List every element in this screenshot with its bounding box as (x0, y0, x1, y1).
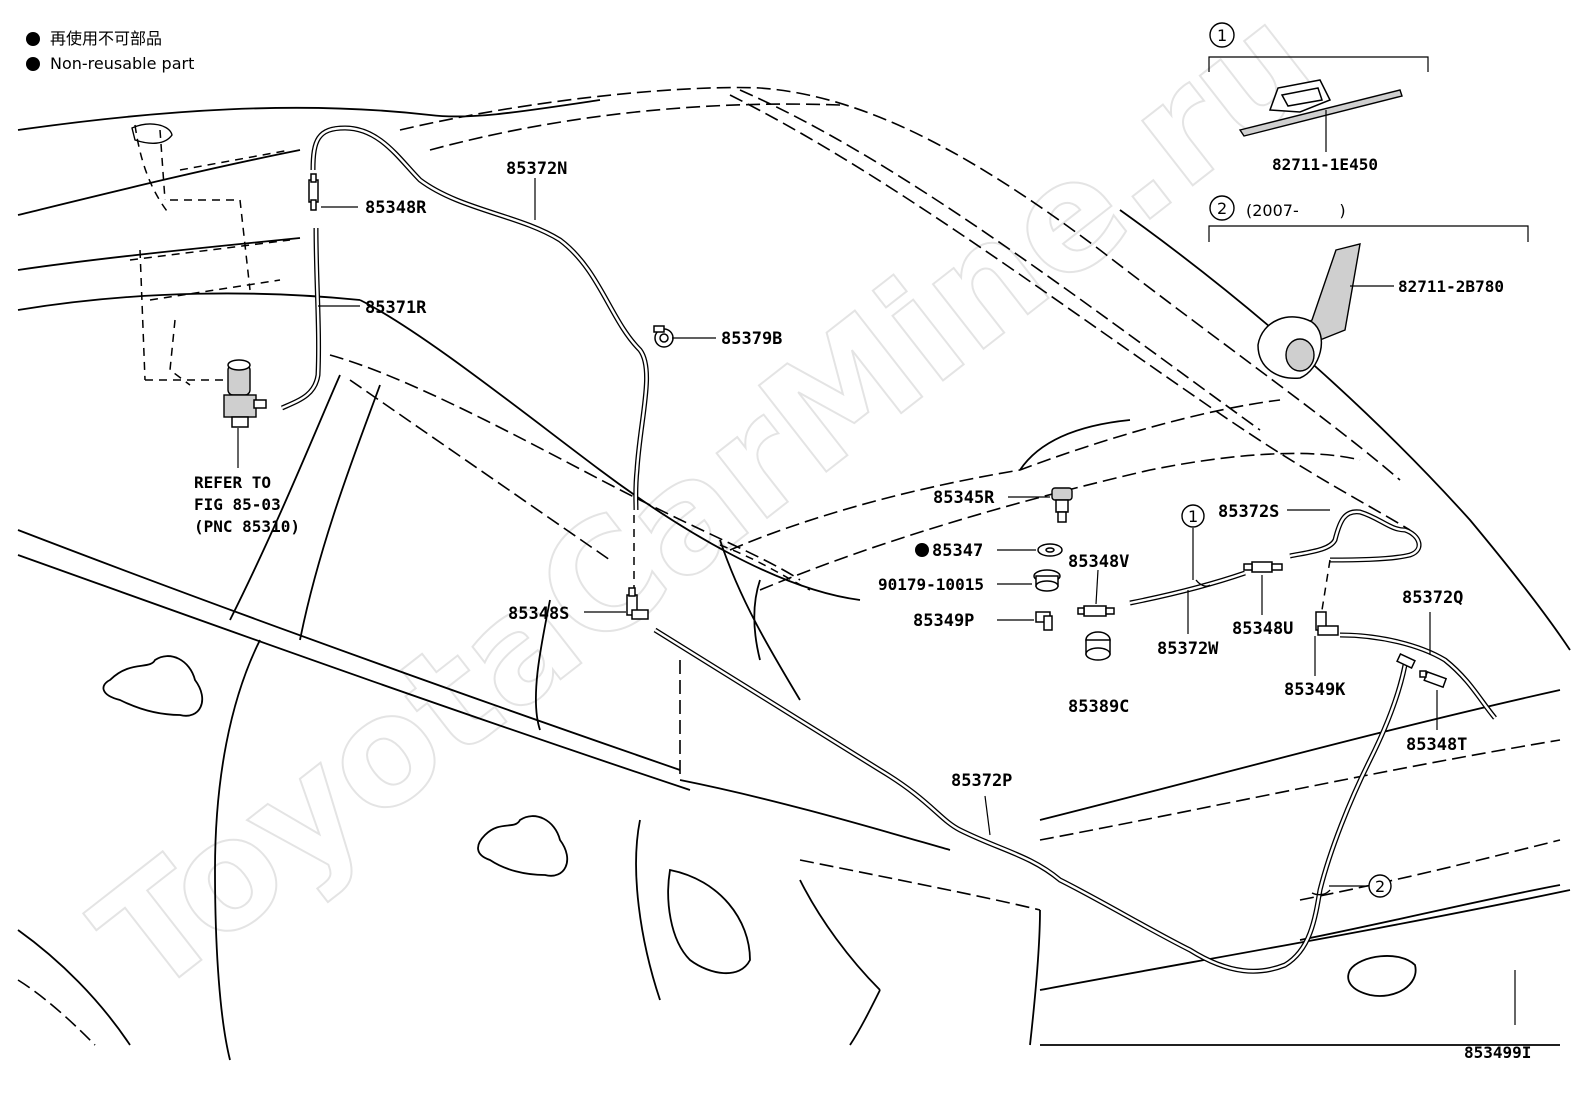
inset-2-note: (2007- ) (1246, 201, 1346, 220)
label-refer-fig: FIG 85-03 (194, 495, 281, 514)
label-90179-10015: 90179-10015 (878, 575, 984, 594)
label-85348v: 85348V (1068, 552, 1129, 572)
svg-text:2: 2 (1375, 877, 1385, 896)
label-85348t: 85348T (1406, 735, 1467, 755)
label-refer-to: REFER TO (194, 473, 271, 492)
part-labels: 85372N 85348R 85371R 85379B REFER TO FIG… (194, 159, 1531, 1062)
label-85372n: 85372N (506, 159, 567, 179)
non-reusable-dot-icon (26, 57, 40, 71)
figure-id: 853499I (1464, 1043, 1531, 1062)
elbow-85348s-icon (626, 587, 649, 620)
label-85372s: 85372S (1218, 502, 1279, 522)
elbow-85349p-icon (1035, 611, 1053, 631)
bracket-82711-1e450-icon (1238, 79, 1403, 137)
label-85372q: 85372Q (1402, 588, 1463, 608)
inset-1: 1 82711-1E450 (1208, 22, 1429, 174)
label-85348u: 85348U (1232, 619, 1293, 639)
label-85349p: 85349P (913, 611, 974, 631)
leader-lines (237, 178, 1516, 1025)
label-85371r: 85371R (365, 298, 427, 318)
joint-85348v-icon (1077, 605, 1115, 617)
label-85379b: 85379B (721, 329, 782, 349)
joint-85348r-icon (308, 173, 319, 211)
vehicle-body-outline (17, 86, 1571, 1061)
parts (223, 173, 1448, 689)
legend-japanese: 再使用不可部品 (50, 29, 162, 48)
grommet-85389c-icon (1085, 631, 1111, 661)
hoses (280, 125, 1497, 974)
label-85349k: 85349K (1284, 680, 1346, 700)
callout-marker-2: 2 (1368, 874, 1392, 898)
non-reusable-dot-icon (26, 32, 40, 46)
label-82711-2b780: 82711-2B780 (1398, 277, 1504, 296)
clamp-85379b-icon (653, 325, 674, 348)
nozzle-tip-icon (1396, 652, 1416, 670)
label-85372w: 85372W (1157, 639, 1219, 659)
joint-85348t-icon (1419, 670, 1448, 689)
label-85348s: 85348S (508, 604, 569, 624)
label-85389c: 85389C (1068, 697, 1129, 717)
inset-1-marker: 1 (1217, 26, 1227, 45)
legend: 再使用不可部品 Non-reusable part (26, 29, 194, 73)
bracket-82711-2b780-icon (1257, 243, 1361, 379)
washer-pump-icon (223, 359, 267, 428)
svg-text:1: 1 (1188, 507, 1198, 526)
label-85347: 85347 (932, 541, 983, 561)
legend-english: Non-reusable part (50, 54, 194, 73)
joint-85348u-icon (1243, 561, 1283, 573)
label-85372p: 85372P (951, 771, 1012, 791)
inset-2-marker: 2 (1217, 199, 1227, 218)
callout-marker-1: 1 (1181, 504, 1205, 528)
nut-90179-icon (1033, 569, 1061, 592)
elbow-85349k-icon (1315, 611, 1339, 636)
nozzle-85345r-icon (1051, 487, 1073, 523)
label-82711-1e450: 82711-1E450 (1272, 155, 1378, 174)
label-refer-pnc: (PNC 85310) (194, 517, 300, 536)
inset-2: 2 (2007- ) 82711-2B780 (1208, 195, 1529, 379)
watermark-text: ToyotaCarMine.ru (65, 0, 1347, 1028)
label-85348r: 85348R (365, 198, 427, 218)
label-85345r: 85345R (933, 488, 995, 508)
non-reusable-dot-icon (915, 543, 929, 557)
